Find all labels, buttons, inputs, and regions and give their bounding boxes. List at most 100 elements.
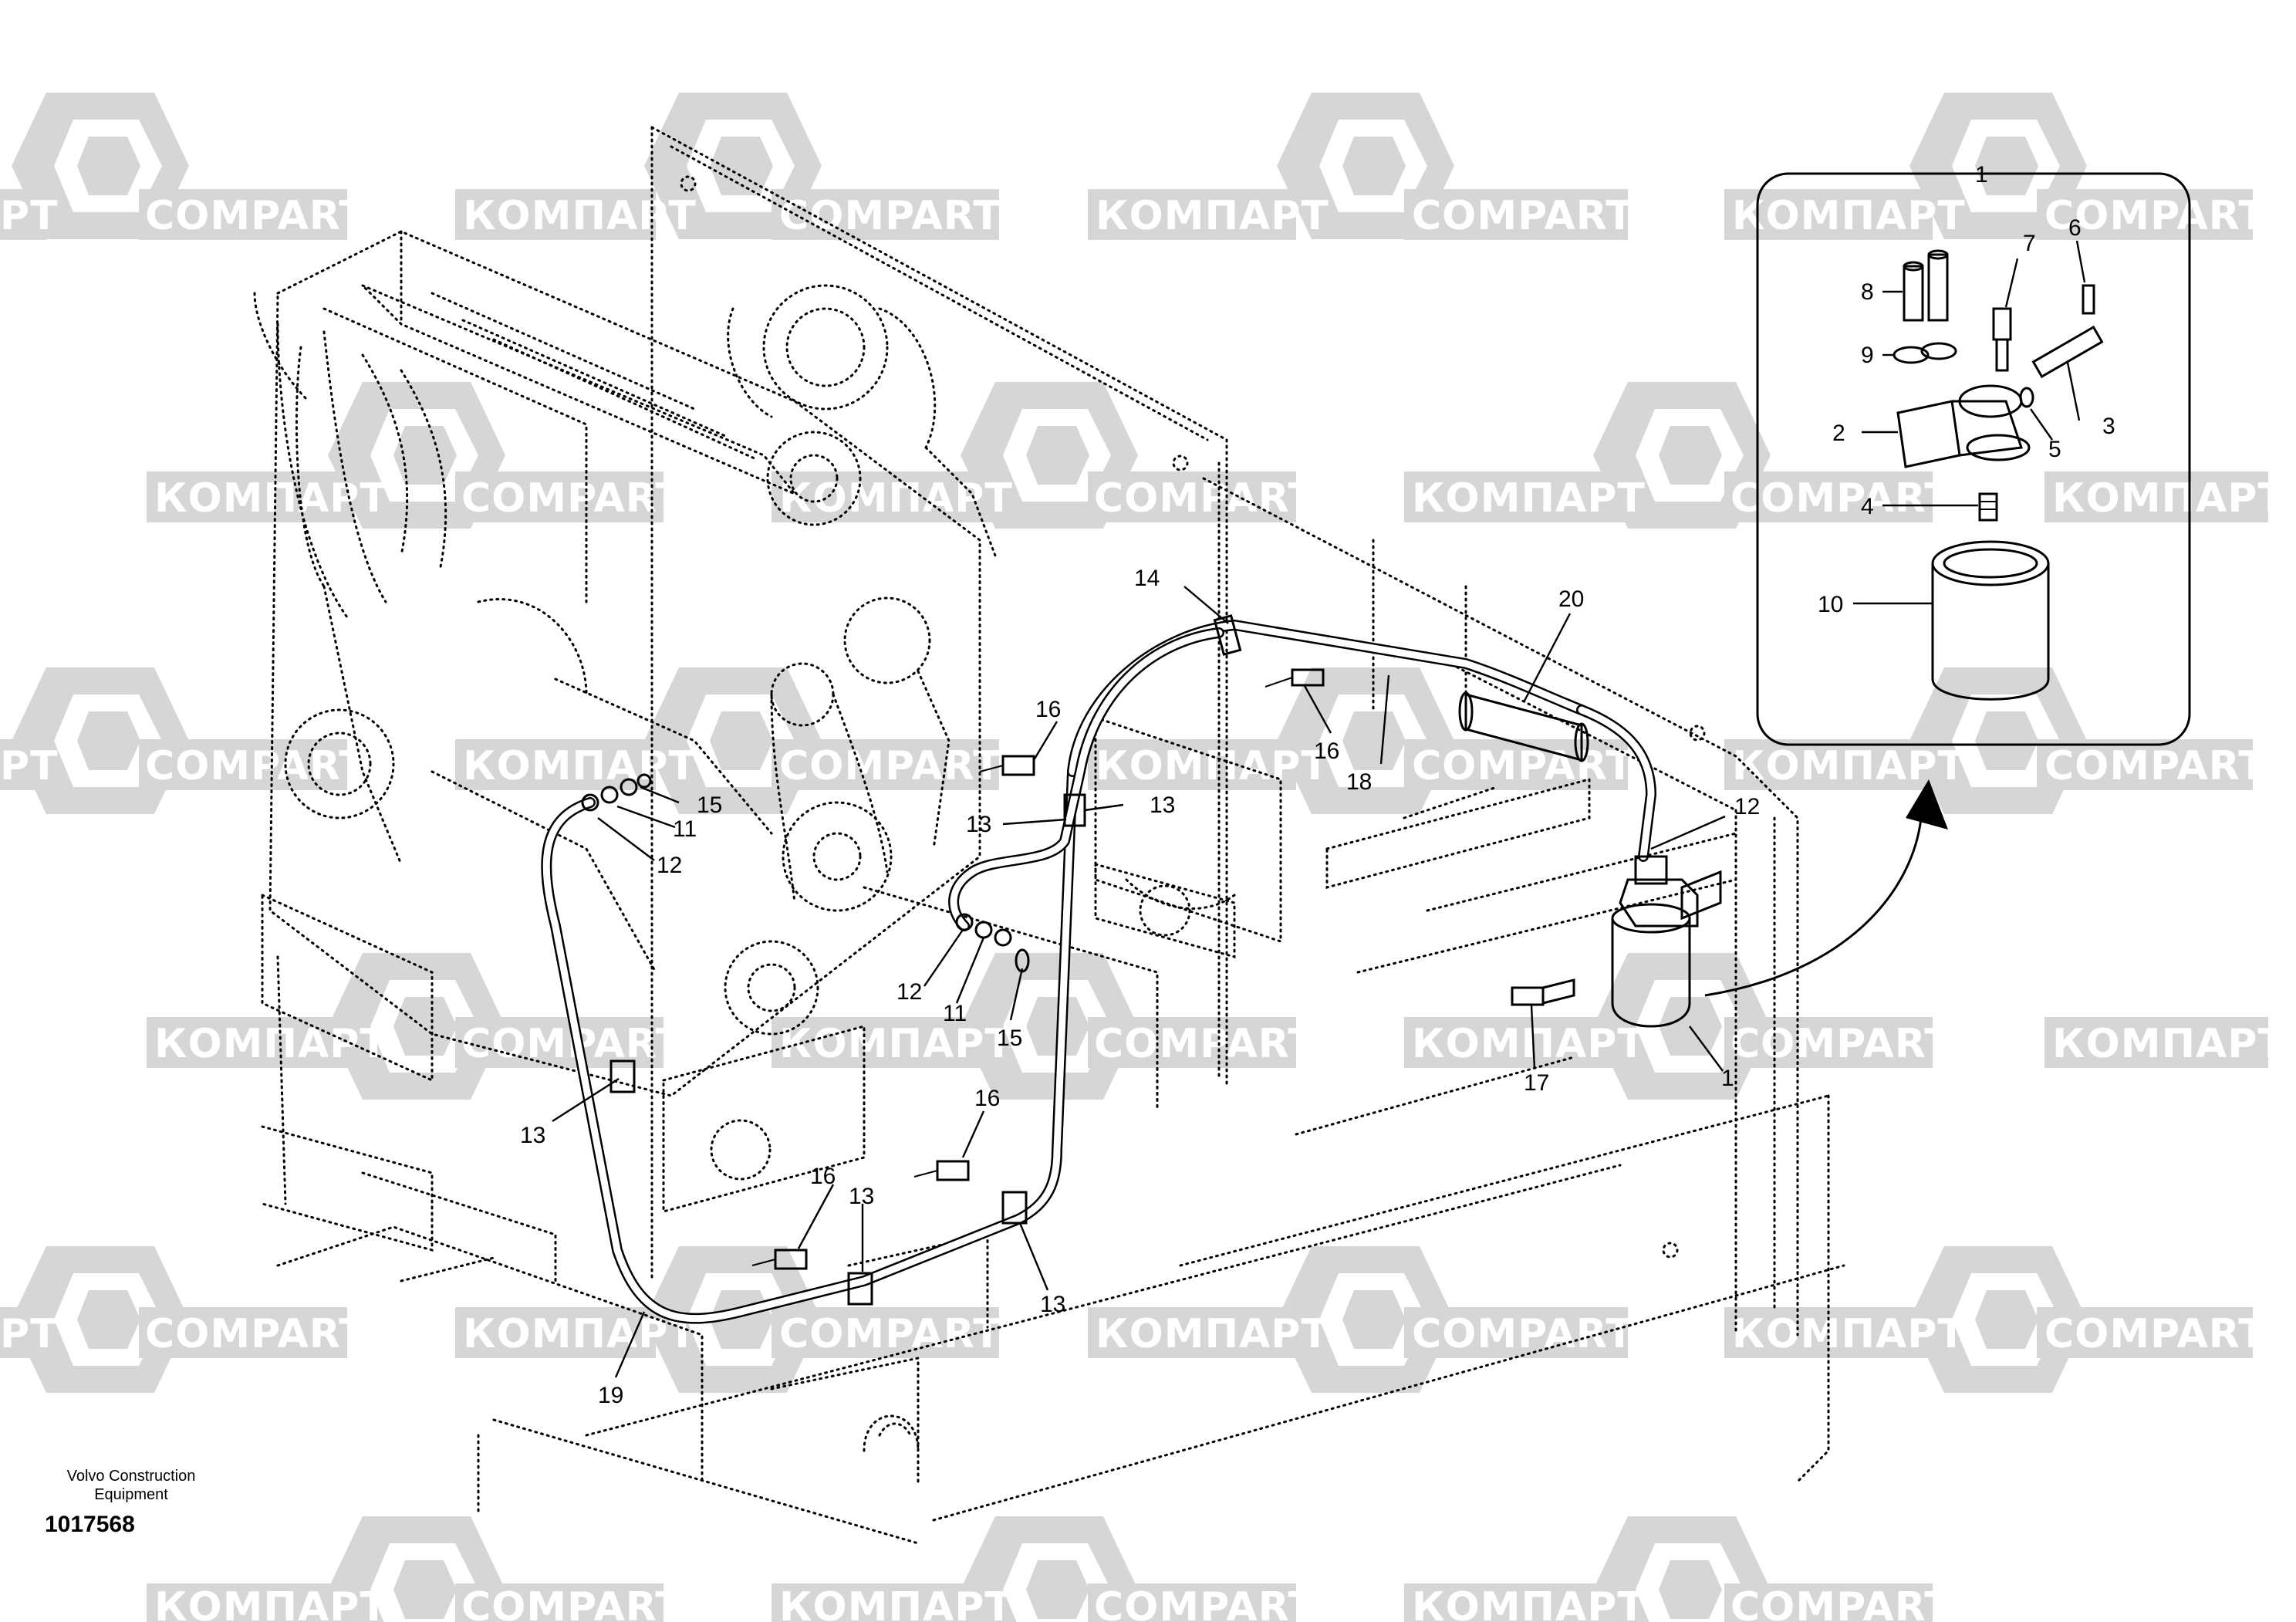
wm-latin-r3-c: COMPART xyxy=(1412,743,1634,789)
wm-cyr-r6-b: КОМПАРТ xyxy=(779,1584,1013,1622)
inset-part-4 xyxy=(1978,492,1998,522)
wm-cyr-r5-c: КОМПАРТ xyxy=(1732,1311,1966,1357)
bolt-16-mid xyxy=(913,1160,970,1181)
callout-4: 4 xyxy=(1861,494,1874,519)
wm-latin-r6-a: COMPART xyxy=(461,1584,684,1622)
drawing-number: 1017568 xyxy=(45,1512,135,1537)
fuel-filter-main xyxy=(1611,855,1722,1028)
wm-latin-r2-c: COMPART xyxy=(1730,475,1953,522)
callout-3: 3 xyxy=(2102,414,2115,439)
wm-cyr-r4-d: КОМПАРТ xyxy=(2052,1021,2286,1067)
callout-12-a: 12 xyxy=(1734,794,1760,819)
wm-pt-r3: PT xyxy=(0,743,59,789)
fuel-hose-system xyxy=(541,614,1948,1324)
callout-15-b: 15 xyxy=(997,1026,1022,1051)
callout-labels: 1 8 9 7 6 2 3 5 4 10 14 20 18 16 16 13 1… xyxy=(520,162,2115,1408)
clamp-13-right xyxy=(1001,1191,1028,1225)
wm-cyr-r2-b: КОМПАРТ xyxy=(779,475,1013,522)
wm-latin-r4-b: COMPART xyxy=(1094,1021,1316,1067)
inset-part-10 xyxy=(1931,540,2050,701)
wm-cyr-r3-a: КОМПАРТ xyxy=(463,743,697,789)
callout-10: 10 xyxy=(1818,592,1843,617)
bolt-17 xyxy=(1511,978,1575,1006)
callout-7: 7 xyxy=(2023,231,2036,256)
wm-pt-r5: PT xyxy=(0,1311,59,1357)
wm-cyr-r5-a: КОМПАРТ xyxy=(463,1311,697,1357)
inset-part-7 xyxy=(1992,307,2012,372)
callout-13-b: 13 xyxy=(1150,792,1175,818)
callout-16-d: 16 xyxy=(810,1164,836,1189)
callout-12-c: 12 xyxy=(896,979,922,1005)
fitting-left xyxy=(581,773,652,812)
inset-part-5 xyxy=(2019,387,2034,408)
callout-17: 17 xyxy=(1524,1070,1549,1096)
inset-detail xyxy=(1756,172,2191,746)
callout-14: 14 xyxy=(1134,566,1160,591)
inset-part-8 xyxy=(1903,249,1949,322)
callout-13-d: 13 xyxy=(849,1184,874,1209)
arrow-to-inset xyxy=(1704,817,1923,997)
wm-cyr-r4-a: КОМПАРТ xyxy=(154,1021,388,1067)
wm-latin-r2-a: COMPART xyxy=(461,475,684,522)
callout-11-a: 11 xyxy=(673,816,697,842)
inset-part-2 xyxy=(1896,384,2031,468)
wm-latin-r1-c: COMPART xyxy=(1412,193,1634,239)
clamp-13-left xyxy=(609,1059,636,1093)
callout-20: 20 xyxy=(1558,586,1584,612)
wm-cyr-r1-c: КОМПАРТ xyxy=(1732,193,1966,239)
wm-cyr-r3-c: КОМПАРТ xyxy=(1732,743,1966,789)
wm-cyr-r6-a: КОМПАРТ xyxy=(154,1584,388,1622)
wm-latin-r2-b: COMPART xyxy=(1094,475,1316,522)
engine-outline xyxy=(253,126,1845,1545)
wm-latin-r1-a: COMPART xyxy=(145,193,367,239)
callout-15-a: 15 xyxy=(697,792,722,818)
inset-part-9 xyxy=(1893,342,1957,364)
wm-cyr-r3-b: КОМПАРТ xyxy=(1096,743,1329,789)
wm-cyr-r5-b: КОМПАРТ xyxy=(1096,1311,1329,1357)
bolt-16-top xyxy=(1264,668,1325,688)
wm-latin-r4-c: COMPART xyxy=(1730,1021,1953,1067)
wm-latin-r6-b: COMPART xyxy=(1094,1584,1316,1622)
callout-16-a: 16 xyxy=(1035,697,1061,722)
callout-11-b: 11 xyxy=(943,1001,967,1026)
manufacturer-label: Volvo Construction Equipment xyxy=(66,1468,196,1503)
wm-cyr-r4-c: КОМПАРТ xyxy=(1412,1021,1646,1067)
clamp-13-mid xyxy=(847,1272,873,1306)
watermark-layer: PT COMPART КОМПАРТ COMPART КОМПАРТ COMPA… xyxy=(0,93,2286,1622)
callout-6: 6 xyxy=(2068,215,2082,241)
wm-latin-r3-a: COMPART xyxy=(145,743,367,789)
callout-5: 5 xyxy=(2048,437,2061,462)
callout-18: 18 xyxy=(1346,769,1372,795)
callout-12-b: 12 xyxy=(657,853,682,878)
callout-9: 9 xyxy=(1861,343,1874,368)
callout-1-main: 1 xyxy=(1721,1066,1734,1091)
wm-latin-r1-b: COMPART xyxy=(779,193,1001,239)
wm-cyr-r1-b: КОМПАРТ xyxy=(1096,193,1329,239)
wm-cyr-r6-c: КОМПАРТ xyxy=(1412,1584,1646,1622)
callout-16-c: 16 xyxy=(974,1086,1000,1111)
wm-latin-r3-d: COMPART xyxy=(2044,743,2267,789)
wm-cyr-r4-b: КОМПАРТ xyxy=(779,1021,1013,1067)
wm-latin-r1-d: COMPART xyxy=(2044,193,2267,239)
wm-latin-r5-a: COMPART xyxy=(145,1311,367,1357)
wm-cyr-r2-c: КОМПАРТ xyxy=(1412,475,1646,522)
callout-19: 19 xyxy=(598,1383,623,1408)
bolt-16-bottom xyxy=(751,1249,808,1270)
wm-latin-r5-d: COMPART xyxy=(2044,1311,2267,1357)
callout-13-c: 13 xyxy=(520,1123,545,1148)
leader-lines xyxy=(552,172,2086,1378)
callout-16-b: 16 xyxy=(1314,738,1339,764)
wm-latin-r5-b: COMPART xyxy=(779,1311,1001,1357)
callout-13-a: 13 xyxy=(966,812,991,837)
callout-2: 2 xyxy=(1832,421,1845,446)
wm-latin-r3-b: COMPART xyxy=(779,743,1001,789)
inset-part-3 xyxy=(2031,325,2104,379)
callout-13-e: 13 xyxy=(1040,1292,1065,1317)
wm-latin-r6-c: COMPART xyxy=(1730,1584,1953,1622)
callout-8: 8 xyxy=(1861,279,1874,305)
wm-cyr-r2-d: КОМПАРТ xyxy=(2052,475,2286,522)
wm-latin-r5-c: COMPART xyxy=(1412,1311,1634,1357)
wm-pt-r1: PT xyxy=(0,193,59,239)
wm-cyr-r1-a: КОМПАРТ xyxy=(463,193,697,239)
